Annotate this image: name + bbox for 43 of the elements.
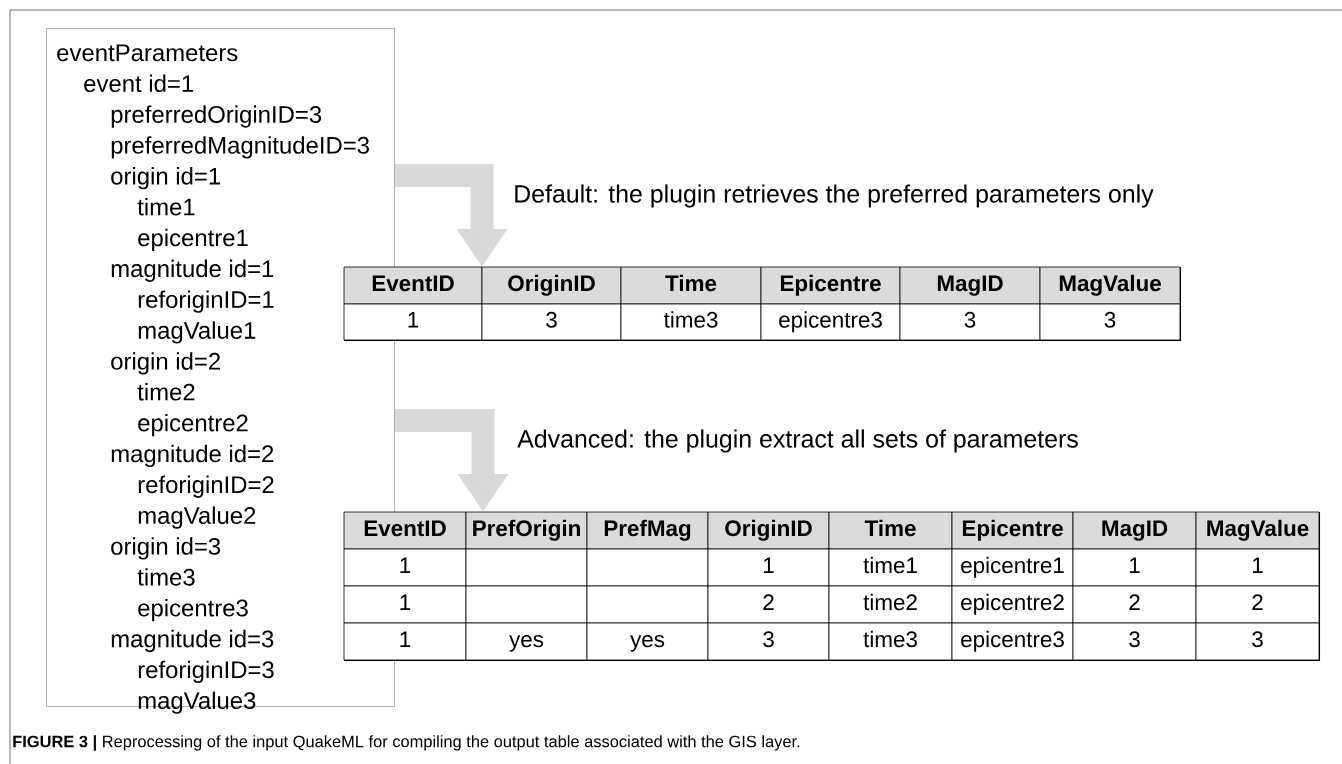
table-cell: epicentre1	[951, 548, 1074, 587]
table-cell: 1	[1072, 548, 1197, 587]
table-cell: time3	[828, 622, 953, 661]
table-cell: 1	[343, 622, 467, 661]
edge-label: Default: the plugin retrieves the preferred parameters only	[512, 183, 1155, 209]
table-cell: 2	[1195, 585, 1320, 624]
table-cell: 3	[1195, 622, 1320, 661]
table-cell: time2	[828, 585, 953, 624]
header-cell: MagValue	[1195, 511, 1320, 550]
header-cell: PrefMag	[586, 511, 709, 550]
header-cell: OriginID	[481, 266, 622, 305]
table-cell: epicentre2	[951, 585, 1074, 624]
header-cell: Time	[828, 511, 953, 550]
table-cell: 1	[343, 585, 467, 624]
header-cell: Epicentre	[760, 266, 901, 305]
table-cell: 1	[343, 548, 467, 587]
table-cell: 3	[899, 303, 1041, 341]
table-cell: yes	[465, 622, 588, 661]
header-cell: MagID	[1072, 511, 1197, 550]
table-cell: 1	[1195, 548, 1320, 587]
table-cell: 2	[1072, 585, 1197, 624]
header-cell: Epicentre	[951, 511, 1074, 550]
table-cell: epicentre3	[951, 622, 1074, 661]
table-cell: time3	[620, 303, 762, 341]
header-cell: EventID	[343, 511, 467, 550]
header-cell: PrefOrigin	[465, 511, 588, 550]
header-cell: MagValue	[1039, 266, 1181, 305]
table-cell: 3	[481, 303, 622, 341]
table-cell: epicentre3	[760, 303, 901, 341]
header-cell: EventID	[343, 266, 483, 305]
table-cell: time1	[828, 548, 953, 587]
table-cell: 1	[707, 548, 830, 587]
header-cell: MagID	[899, 266, 1041, 305]
edge-label: Advanced: the plugin extract all sets of parameters	[516, 428, 1080, 454]
table-cell: 2	[707, 585, 830, 624]
table-cell: 1	[343, 303, 483, 341]
table-cell: 3	[1072, 622, 1197, 661]
header-cell: Time	[620, 266, 762, 305]
header-cell: OriginID	[707, 511, 830, 550]
table-cell: 3	[707, 622, 830, 661]
table-cell: 3	[1039, 303, 1181, 341]
figure-caption: FIGURE 3 | Reprocessing of the input QuakeML for compiling the output table associated with the GIS layer.	[13, 735, 800, 751]
table-cell: yes	[586, 622, 709, 661]
